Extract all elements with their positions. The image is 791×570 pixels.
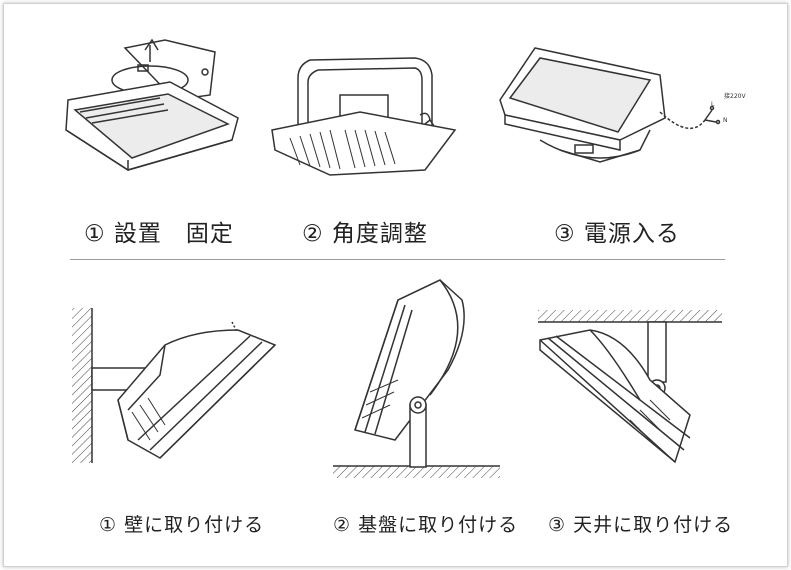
step2-angle-drawing	[271, 57, 457, 176]
step1-install-drawing	[65, 38, 239, 171]
step3-power-drawing	[499, 47, 721, 163]
step-3-caption: ③ 電源入る	[554, 221, 680, 247]
ceiling-mount-drawing	[538, 310, 722, 464]
voltage-label: 接220V	[724, 92, 746, 100]
wall-mount-drawing	[72, 308, 277, 463]
base-mount-caption: ② 基盤に取り付ける	[333, 514, 519, 536]
base-mount-drawing	[333, 279, 500, 478]
section-divider	[70, 259, 725, 260]
ceiling-mount-caption: ③ 天井に取り付ける	[548, 514, 734, 536]
live-label: L	[711, 101, 715, 108]
neutral-label: N	[723, 117, 728, 124]
wall-mount-caption: ① 壁に取り付ける	[99, 514, 265, 536]
step-2-caption: ② 角度調整	[302, 221, 428, 247]
step-1-caption: ① 設置 固定	[84, 221, 234, 247]
wire-terminal-labels: 接220V L N	[711, 92, 746, 124]
